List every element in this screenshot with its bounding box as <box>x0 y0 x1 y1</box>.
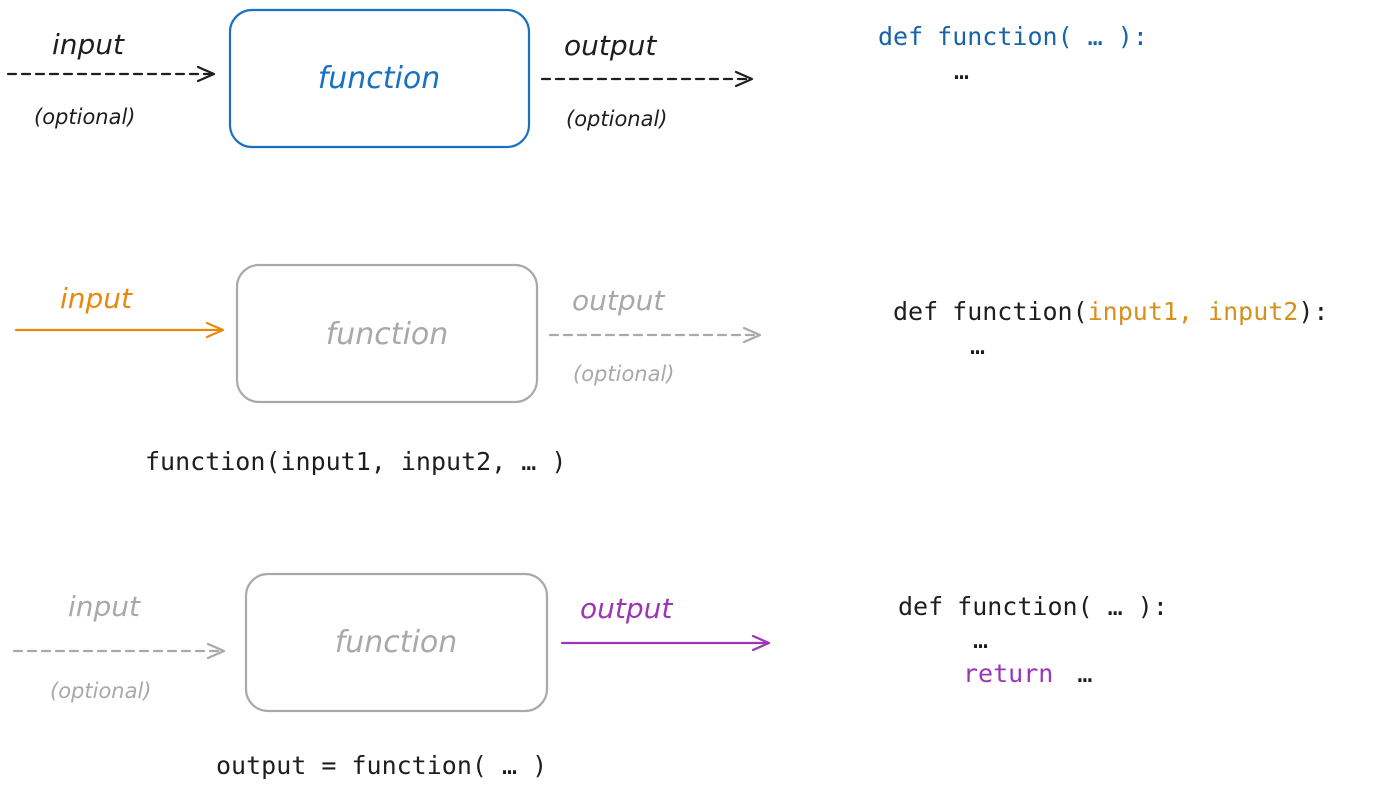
row2-code-close: ): <box>1298 297 1328 326</box>
row3-code-def-line: def function( … ): <box>898 592 1168 621</box>
row1-output-label: output <box>564 29 657 62</box>
row1-output-arrow-head <box>734 70 754 88</box>
row3-code-def-keyword: def <box>898 592 943 621</box>
row3-code-return-keyword: return <box>963 659 1053 688</box>
row3-code-signature: function( … ): <box>957 592 1168 621</box>
row2-code-name: function( <box>952 297 1087 326</box>
row1-function-box-label: function <box>318 61 441 96</box>
row2-call-expression: function(input1, input2, … ) <box>145 447 566 476</box>
row3-output-label: output <box>580 592 673 625</box>
row3-code-body: … <box>973 625 988 654</box>
row-1-default: input (optional) function output (option… <box>6 8 1148 149</box>
row1-input-label: input <box>52 28 125 61</box>
row1-function-box <box>228 8 531 149</box>
row-2-input: input function output (optional) functio… <box>14 263 1328 476</box>
row3-call-expression: output = function( … ) <box>216 751 547 780</box>
row-3-output: input (optional) function output output … <box>12 572 1168 780</box>
row2-input-label: input <box>60 282 133 315</box>
row3-code-return-line: return … <box>963 659 1092 688</box>
row1-code-def-line: def function( … ): <box>878 22 1148 51</box>
row3-code-return-value: … <box>1077 659 1092 688</box>
row1-code-body: … <box>954 56 969 85</box>
row3-input-optional-label: (optional) <box>50 679 152 703</box>
row3-function-box-label: function <box>335 625 458 660</box>
row3-input-label: input <box>68 590 141 623</box>
row1-code-signature: function( … ): <box>937 22 1148 51</box>
row2-output-label: output <box>572 284 665 317</box>
row1-output-optional-label: (optional) <box>566 107 668 131</box>
row2-code-body: … <box>970 331 985 360</box>
row2-output-arrow-head <box>742 326 762 344</box>
row3-output-arrow-head <box>751 634 771 652</box>
row2-code-def-keyword: def <box>893 297 938 326</box>
row3-function-box <box>244 572 549 713</box>
row1-input-optional-label: (optional) <box>34 105 136 129</box>
row3-input-arrow-head <box>206 642 226 660</box>
row2-code-def-line: def function(input1, input2): <box>893 297 1328 326</box>
row1-input-arrow-head <box>196 65 216 83</box>
row2-input-arrow-head <box>205 321 225 339</box>
row2-code-params: input1, input2 <box>1088 297 1299 326</box>
row2-output-optional-label: (optional) <box>573 362 675 386</box>
row2-function-box <box>235 263 539 404</box>
row2-function-box-label: function <box>326 317 449 352</box>
row1-code-def-keyword: def <box>878 22 923 51</box>
